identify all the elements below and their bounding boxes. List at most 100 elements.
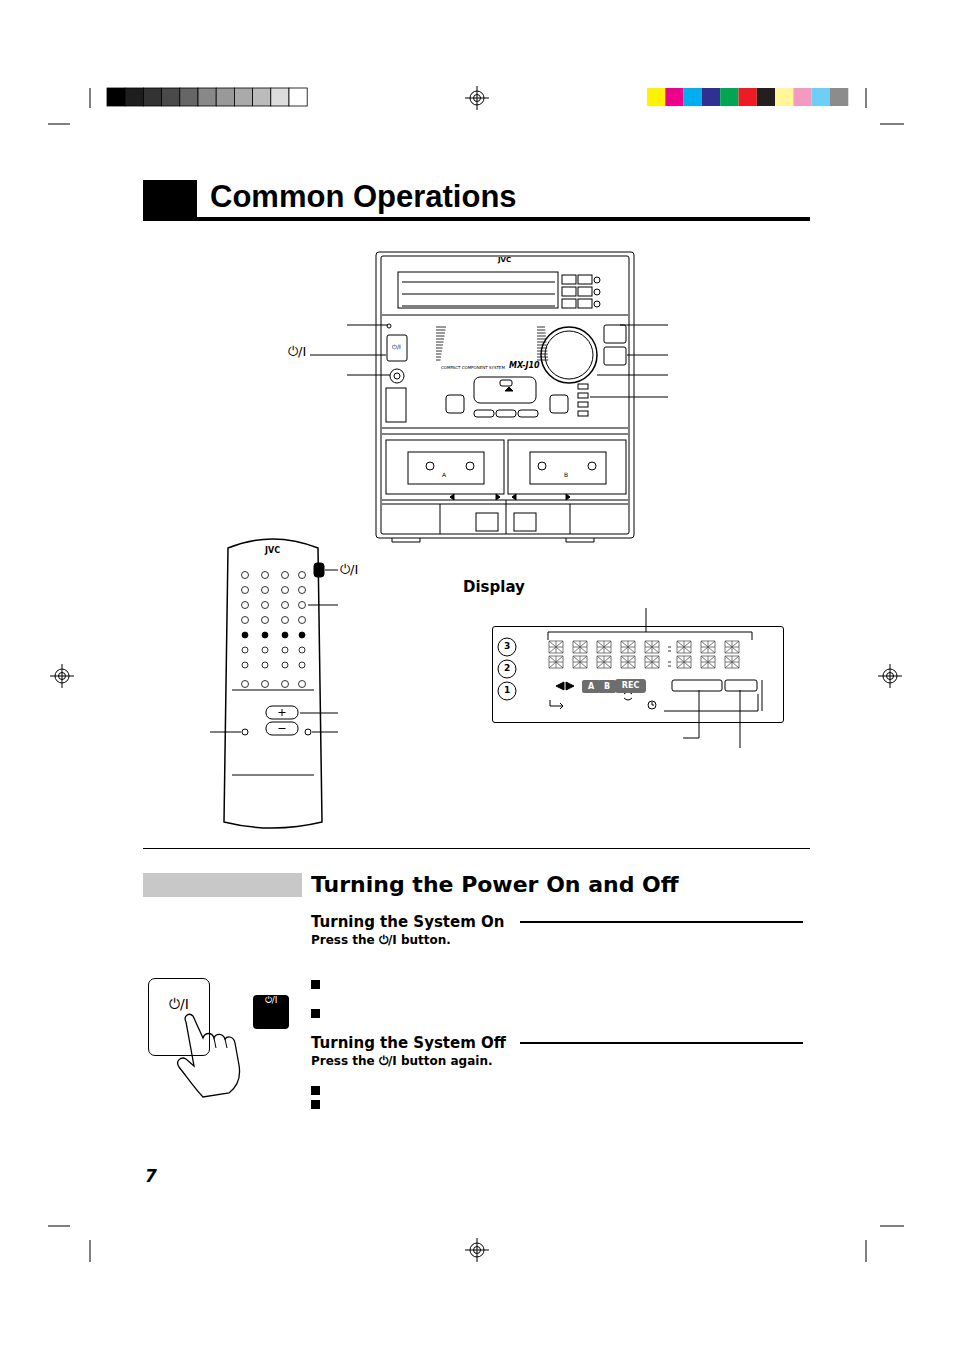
gray-swatch <box>143 88 161 106</box>
remote-key <box>242 681 249 688</box>
gray-swatch <box>271 88 289 106</box>
node-text: ⏻/I <box>149 979 209 1012</box>
brand-logo: JVC <box>498 257 511 265</box>
remote-key <box>262 632 268 638</box>
remote-key <box>262 662 268 668</box>
section-heading: Turning the Power On and Off <box>311 873 679 897</box>
node-text: ⏻/I <box>253 995 289 1006</box>
remote-key <box>282 572 289 579</box>
remote-control <box>224 539 324 828</box>
disc-number: 1 <box>504 686 510 696</box>
remote-key <box>262 602 269 609</box>
deck-letter: B <box>564 472 568 479</box>
heading-rule <box>520 1042 803 1044</box>
remote-power-button: ⏻/I <box>253 995 289 1029</box>
speaker-grill-lines <box>436 327 548 360</box>
remote-key <box>282 662 288 668</box>
node-text: B <box>598 680 616 693</box>
remote-key <box>282 647 288 653</box>
color-swatch <box>757 88 775 106</box>
title-rule <box>197 217 810 221</box>
remote-buttons <box>242 572 306 688</box>
color-swatch <box>775 88 793 106</box>
gray-swatch <box>234 88 252 106</box>
remote-key <box>242 632 248 638</box>
page-number: 7 <box>145 1167 157 1186</box>
remote-key <box>262 647 268 653</box>
callout-label: ⏻/I <box>340 563 358 577</box>
remote-key <box>242 662 248 668</box>
remote-key <box>242 602 249 609</box>
color-swatch <box>739 88 757 106</box>
remote-key <box>262 587 269 594</box>
color-swatch <box>793 88 811 106</box>
callout-label: ⏻/I <box>288 345 306 359</box>
color-swatch <box>702 88 720 106</box>
gray-swatch <box>289 88 307 106</box>
remote-key <box>262 617 269 624</box>
color-swatch <box>830 88 848 106</box>
model-name: MX-J10 <box>509 362 540 371</box>
remote-key <box>299 602 306 609</box>
colon-dots <box>668 647 671 666</box>
remote-key <box>299 647 305 653</box>
instruction: Press the ⏻/I button. <box>311 934 451 947</box>
finger-lines <box>214 1038 227 1048</box>
color-bar <box>647 88 848 106</box>
display-panel: DisplayABREC <box>492 626 784 723</box>
remote-key <box>282 587 289 594</box>
remote-key <box>282 632 288 638</box>
indicator-box: REC <box>615 679 646 693</box>
section-tab <box>143 873 302 897</box>
section-rule <box>143 848 810 849</box>
callout-leader-lines <box>210 325 752 748</box>
registration-mark <box>465 1238 489 1262</box>
remote-key <box>242 572 249 579</box>
registration-mark <box>465 86 489 110</box>
node-text: REC <box>615 679 646 693</box>
gray-scale-bar <box>107 88 307 106</box>
gray-swatch <box>180 88 198 106</box>
remote-key <box>282 681 289 688</box>
remote-key <box>282 602 289 609</box>
product-type: COMPACT COMPONENT SYSTEM <box>441 366 505 370</box>
crop-marks <box>48 88 904 1262</box>
button-symbol: ⏻/I <box>392 344 401 351</box>
color-swatch <box>684 88 702 106</box>
remote-key <box>299 662 305 668</box>
display-indicators <box>498 638 762 711</box>
disc-number: 2 <box>504 664 510 674</box>
sub-heading: Turning the System Off <box>311 1035 506 1052</box>
color-swatch <box>812 88 830 106</box>
gray-swatch <box>125 88 143 106</box>
grill-stroke <box>436 327 548 360</box>
deck-letter: A <box>442 472 446 479</box>
remote-key <box>242 587 249 594</box>
title-block <box>143 180 197 221</box>
gray-swatch <box>198 88 216 106</box>
heading-rule <box>520 921 803 923</box>
remote-key <box>299 617 306 624</box>
remote-key <box>299 587 306 594</box>
digit-strokes <box>549 641 739 668</box>
registration-marks <box>50 86 902 1262</box>
gray-swatch <box>216 88 234 106</box>
disc-number: 3 <box>504 642 510 652</box>
page-title: Common Operations <box>210 180 517 214</box>
remote-key <box>299 681 306 688</box>
sub-heading: Turning the System On <box>311 914 505 931</box>
gray-swatch <box>107 88 125 106</box>
remote-key <box>262 681 269 688</box>
segment-digits <box>549 641 739 668</box>
indicator-box: B <box>598 680 616 693</box>
remote-key <box>262 572 269 579</box>
color-swatch <box>647 88 665 106</box>
gray-swatch <box>162 88 180 106</box>
remote-key <box>242 647 248 653</box>
registration-mark <box>50 664 74 688</box>
color-swatch <box>665 88 683 106</box>
color-swatch <box>720 88 738 106</box>
remote-key <box>282 617 289 624</box>
registration-mark <box>878 664 902 688</box>
brand-logo: JVC <box>265 547 280 556</box>
